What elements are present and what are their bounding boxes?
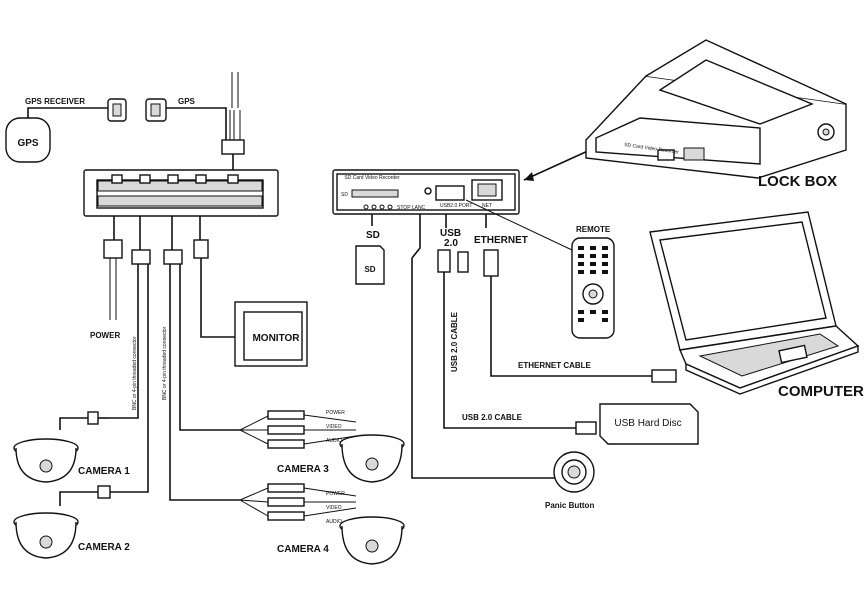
harness-wires bbox=[225, 110, 241, 140]
recorder-sd-port-label: SD bbox=[341, 192, 348, 198]
panic-cable bbox=[411, 214, 556, 479]
usb-hard-disc-label: USB Hard Disc bbox=[614, 418, 681, 429]
usb-cable-vertical-label: USB 2.0 CABLE bbox=[450, 311, 459, 372]
computer-label: COMPUTER bbox=[778, 383, 864, 400]
bnc-label-right: BNC or 4-pin threaded connector bbox=[162, 326, 168, 400]
recorder-stop-lanc-label: STOP LANC bbox=[397, 205, 426, 211]
camera-bnc-cables bbox=[108, 264, 149, 493]
sd-card: SD bbox=[355, 245, 385, 285]
monitor: MONITOR bbox=[234, 301, 308, 367]
harness-connector bbox=[221, 139, 245, 155]
lockbox-arrowhead bbox=[524, 172, 534, 181]
camera-3-power-label: POWER bbox=[326, 410, 345, 416]
video-connector-right bbox=[163, 249, 183, 265]
camera-1-label: CAMERA 1 bbox=[78, 466, 130, 477]
camera-3-video-label: VIDEO bbox=[326, 424, 342, 430]
camera-1 bbox=[13, 411, 108, 483]
video-connector-left bbox=[131, 249, 151, 265]
monitor-cable bbox=[200, 258, 242, 338]
ethernet-cable bbox=[490, 276, 652, 377]
camera-2-label: CAMERA 2 bbox=[78, 542, 130, 553]
power-label: POWER bbox=[90, 331, 120, 340]
block-leads bbox=[113, 216, 201, 250]
usb-cable-label: USB 2.0 CABLE bbox=[462, 413, 523, 422]
panic-button bbox=[553, 451, 595, 493]
usb-hard-disc: USB Hard Disc bbox=[599, 403, 699, 445]
bnc-label-left: BNC or 4-pin threaded connector bbox=[132, 336, 138, 410]
monitor-label: MONITOR bbox=[252, 333, 300, 344]
gps-receiver-cable bbox=[27, 107, 108, 118]
gps-unit-label: GPS bbox=[17, 138, 38, 149]
camera-3-label: CAMERA 3 bbox=[277, 464, 329, 475]
usb-top-label: USB bbox=[440, 228, 461, 239]
gps-cable-connector bbox=[145, 98, 167, 122]
lock-box: SD Card Video Recorder bbox=[585, 39, 847, 179]
gps-cable bbox=[166, 107, 227, 143]
camera-3 bbox=[239, 410, 405, 483]
power-connector bbox=[103, 239, 123, 259]
recorder-usb-port-label: USB2.0 PORT bbox=[440, 203, 472, 209]
camera-av-cables bbox=[169, 264, 240, 501]
usb-version-label: 2.0 bbox=[444, 238, 458, 249]
gps-receiver-connector bbox=[107, 98, 127, 122]
usb-plug bbox=[437, 249, 451, 273]
harness-wires-top bbox=[231, 72, 239, 108]
ethernet-cable-plug bbox=[651, 369, 677, 383]
gps-cable-label: GPS bbox=[178, 97, 196, 106]
camera-4-audio-label: AUDIO bbox=[326, 519, 342, 525]
usb-plug-alt bbox=[457, 251, 469, 273]
remote-label: REMOTE bbox=[576, 225, 611, 234]
gps-receiver-label: GPS RECEIVER bbox=[25, 97, 85, 106]
ethernet-cable-label: ETHERNET CABLE bbox=[518, 361, 592, 370]
svg-text:SD: SD bbox=[364, 265, 375, 274]
camera-3-audio-label: AUDIO bbox=[326, 438, 342, 444]
camera-4-label: CAMERA 4 bbox=[277, 544, 329, 555]
recorder-title: SD Card Video Recorder bbox=[344, 175, 400, 181]
gps-unit: GPS bbox=[5, 117, 51, 163]
camera-4-video-label: VIDEO bbox=[326, 505, 342, 511]
remote-pointer bbox=[465, 199, 573, 251]
usb-cable-plug bbox=[575, 421, 597, 435]
remote-control bbox=[571, 237, 615, 339]
lockbox-arrow bbox=[523, 149, 591, 181]
usb-cable bbox=[443, 272, 584, 429]
ethernet-plug bbox=[483, 249, 499, 277]
sd-label: SD bbox=[366, 230, 380, 241]
camera-4 bbox=[239, 483, 405, 565]
recorder-net-port-label: NET bbox=[482, 203, 492, 209]
computer bbox=[649, 211, 860, 395]
terminal-block bbox=[83, 169, 279, 217]
lock-box-label: LOCK BOX bbox=[758, 173, 837, 190]
monitor-connector bbox=[193, 239, 209, 259]
camera-2 bbox=[13, 485, 111, 559]
power-wires bbox=[109, 258, 117, 320]
camera-4-power-label: POWER bbox=[326, 491, 345, 497]
panic-button-label: Panic Button bbox=[545, 501, 594, 510]
ethernet-label: ETHERNET bbox=[474, 235, 528, 246]
